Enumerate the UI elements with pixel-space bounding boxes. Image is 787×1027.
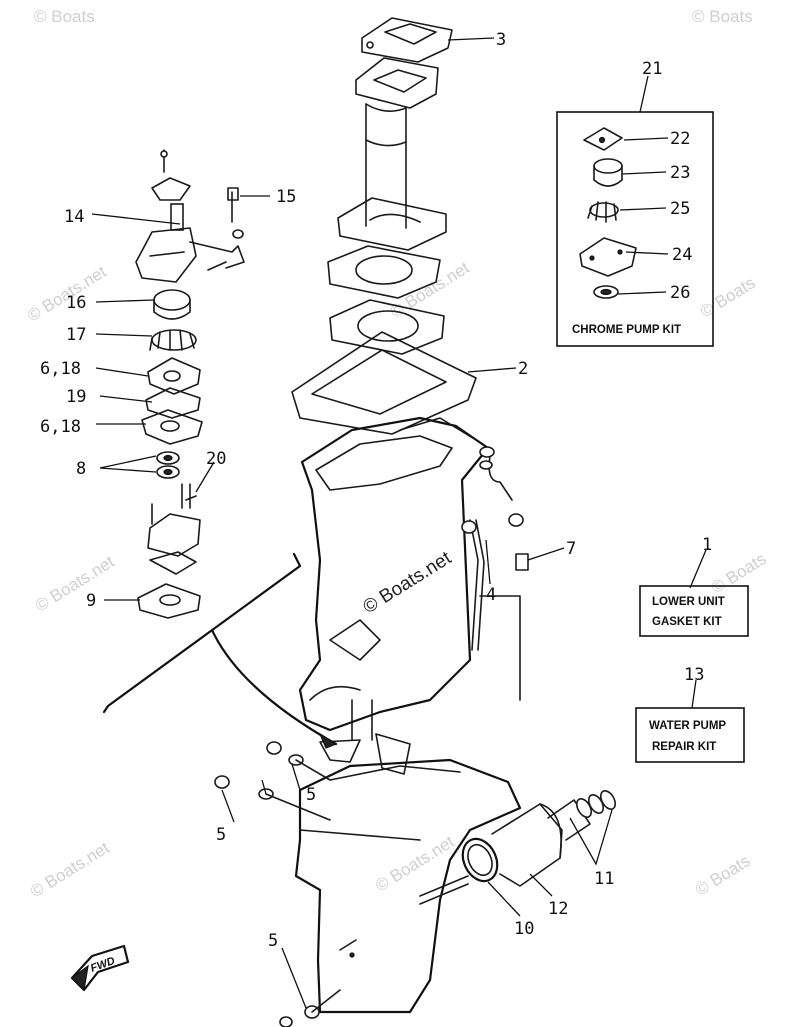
- leader-lines: [91, 37, 707, 1009]
- upper-exhaust-assembly: [291, 17, 477, 435]
- callout-20: 20: [206, 449, 226, 469]
- water-pipe-assembly: [461, 446, 529, 701]
- watermark-right-low: © Boats: [708, 549, 770, 597]
- upper-casing: [298, 416, 490, 741]
- callout-5-upper: 5: [306, 785, 316, 805]
- water-pump-kit-line2: REPAIR KIT: [652, 741, 716, 753]
- callout-19: 19: [66, 387, 86, 407]
- watermark-top-right: © Boats: [692, 7, 753, 26]
- callout-26: 26: [670, 283, 690, 303]
- callout-4: 4: [486, 585, 496, 605]
- watermark-left-bottom: © Boats.net: [27, 838, 113, 901]
- callout-21: 21: [642, 59, 662, 79]
- lower-unit-housing: [294, 733, 522, 1014]
- water-pump-repair-kit-box: WATER PUMP REPAIR KIT: [635, 707, 745, 763]
- assembly-arrow: [102, 552, 338, 749]
- callout-16: 16: [66, 293, 86, 313]
- fwd-badge: FWD: [70, 944, 130, 992]
- lower-unit-seals: [419, 790, 617, 905]
- callout-6-18-lower: 6,18: [40, 417, 81, 437]
- callout-17: 17: [66, 325, 86, 345]
- callout-14: 14: [64, 207, 84, 227]
- callout-11: 11: [594, 869, 614, 889]
- callout-24: 24: [672, 245, 692, 265]
- callout-22: 22: [670, 129, 690, 149]
- chrome-pump-kit-box: CHROME PUMP KIT: [556, 111, 714, 347]
- water-pump-exploded: [135, 149, 245, 619]
- watermark-center: © Boats.net: [360, 547, 456, 618]
- callout-1: 1: [702, 535, 712, 555]
- chrome-pump-kit-label: CHROME PUMP KIT: [572, 324, 681, 336]
- lower-unit-kit-line1: LOWER UNIT: [652, 596, 725, 608]
- callout-6-18-upper: 6,18: [40, 359, 81, 379]
- watermark-left-low: © Boats.net: [32, 552, 118, 615]
- watermark-top-left: © Boats: [34, 7, 95, 26]
- callout-2: 2: [518, 359, 528, 379]
- callout-5-lower: 5: [268, 931, 278, 951]
- callout-15: 15: [276, 187, 296, 207]
- impeller-17: [149, 329, 197, 351]
- drain-screws: [214, 741, 341, 1027]
- callout-3: 3: [496, 30, 506, 50]
- fwd-label: FWD: [89, 955, 117, 975]
- callout-5-middle: 5: [216, 825, 226, 845]
- callout-12: 12: [548, 899, 568, 919]
- callout-9: 9: [86, 591, 96, 611]
- water-pump-kit-line1: WATER PUMP: [649, 720, 726, 732]
- callout-13: 13: [684, 665, 704, 685]
- callout-10: 10: [514, 919, 534, 939]
- callout-8: 8: [76, 459, 86, 479]
- watermark-right-bottom: © Boats: [692, 851, 754, 899]
- callout-23: 23: [670, 163, 690, 183]
- lower-unit-gasket-kit-box: LOWER UNIT GASKET KIT: [639, 585, 749, 637]
- lower-unit-kit-line2: GASKET KIT: [652, 616, 722, 628]
- callout-25: 25: [670, 199, 690, 219]
- callout-7: 7: [566, 539, 576, 559]
- watermark-right-mid: © Boats: [697, 273, 759, 321]
- callout-numbers: 3 2 4 7 14 15 16 17 6,18 19 6,18 8 20 9 …: [40, 30, 712, 951]
